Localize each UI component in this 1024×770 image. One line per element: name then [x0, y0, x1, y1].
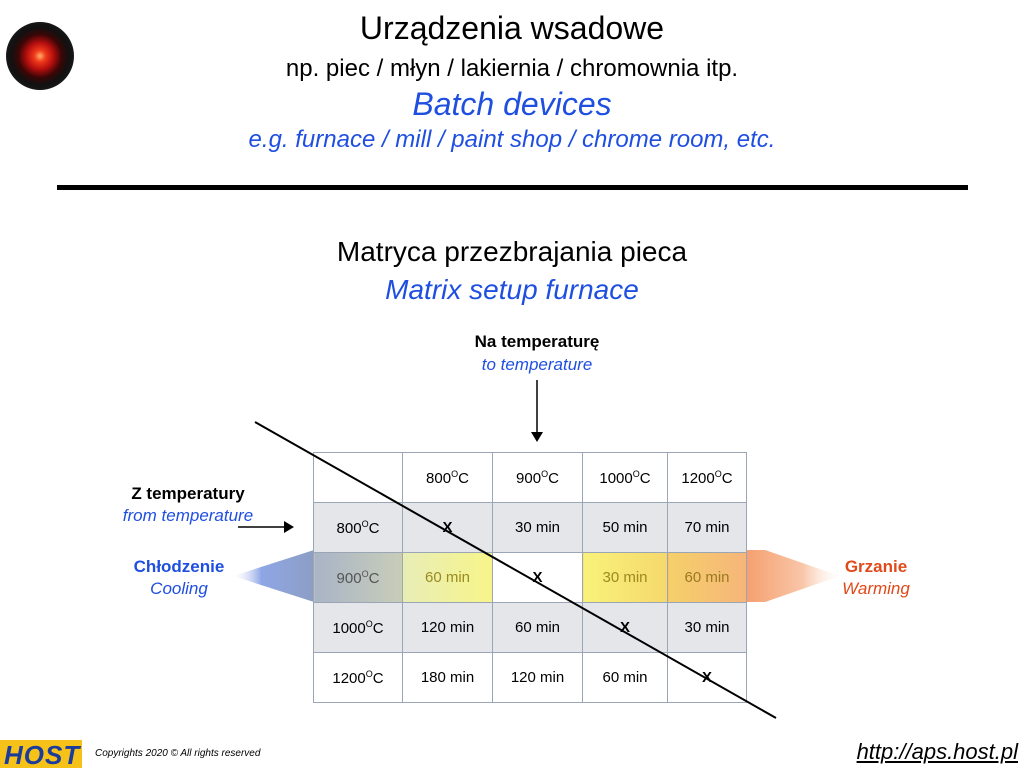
col-header: 1000OC	[582, 452, 668, 503]
table-header-row: 800OC 900OC 1000OC 1200OC	[313, 452, 747, 503]
row-header: 900OC	[313, 552, 403, 603]
to-temp-label-pl: Na temperaturę	[474, 332, 600, 351]
subtitle-pl: np. piec / młyn / lakiernia / chromownia…	[285, 55, 739, 82]
title-en: Batch devices	[412, 86, 612, 122]
table-row: 1200OC 180 min 120 min 60 min X	[313, 652, 747, 703]
table-cell: 30 min	[492, 502, 583, 553]
from-temp-label-en: from temperature	[122, 506, 254, 525]
table-cell: X	[667, 652, 747, 703]
from-temp-label-pl: Z temperatury	[131, 484, 245, 503]
matrix-title-en: Matrix setup furnace	[385, 274, 639, 305]
table-cell: 60 min	[582, 652, 668, 703]
table-cell: 70 min	[667, 502, 747, 553]
table-cell: 120 min	[492, 652, 583, 703]
warming-label-pl: Grzanie	[844, 557, 908, 576]
table-row: 1000OC 120 min 60 min X 30 min	[313, 602, 747, 653]
table-cell: X	[492, 552, 583, 603]
col-header: 800OC	[402, 452, 493, 503]
cooling-label-pl: Chłodzenie	[133, 557, 225, 576]
row-header: 1200OC	[313, 652, 403, 703]
col-header: 1200OC	[667, 452, 747, 503]
table-cell: 50 min	[582, 502, 668, 553]
table-cell: 30 min	[582, 552, 668, 603]
title-pl: Urządzenia wsadowe	[359, 10, 665, 46]
warming-label-en: Warming	[842, 579, 910, 598]
table-corner-cell	[313, 452, 403, 503]
table-row: 800OC X 30 min 50 min 70 min	[313, 502, 747, 553]
setup-matrix-table: 800OC 900OC 1000OC 1200OC 800OC X 30 min…	[313, 452, 747, 703]
website-link[interactable]: http://aps.host.pl	[856, 739, 1018, 764]
table-cell: 30 min	[667, 602, 747, 653]
row-header: 800OC	[313, 502, 403, 553]
header-divider	[57, 185, 968, 190]
copyright-text: Copyrights 2020 © All rights reserved	[95, 748, 261, 759]
host-logo: HOST	[0, 740, 82, 770]
row-header: 1000OC	[313, 602, 403, 653]
to-temp-label-en: to temperature	[481, 355, 593, 374]
matrix-title-pl: Matryca przezbrajania pieca	[336, 236, 688, 267]
table-cell: 60 min	[492, 602, 583, 653]
table-cell: 180 min	[402, 652, 493, 703]
table-cell: X	[402, 502, 493, 553]
subtitle-en: e.g. furnace / mill / paint shop / chrom…	[248, 126, 776, 153]
table-cell: 60 min	[667, 552, 747, 603]
col-header: 900OC	[492, 452, 583, 503]
table-cell: X	[582, 602, 668, 653]
table-row-highlighted: 900OC 60 min X 30 min 60 min	[313, 552, 747, 603]
hal-eye-logo-icon	[6, 22, 74, 90]
table-cell: 120 min	[402, 602, 493, 653]
cooling-label-en: Cooling	[150, 579, 208, 598]
table-cell: 60 min	[402, 552, 493, 603]
